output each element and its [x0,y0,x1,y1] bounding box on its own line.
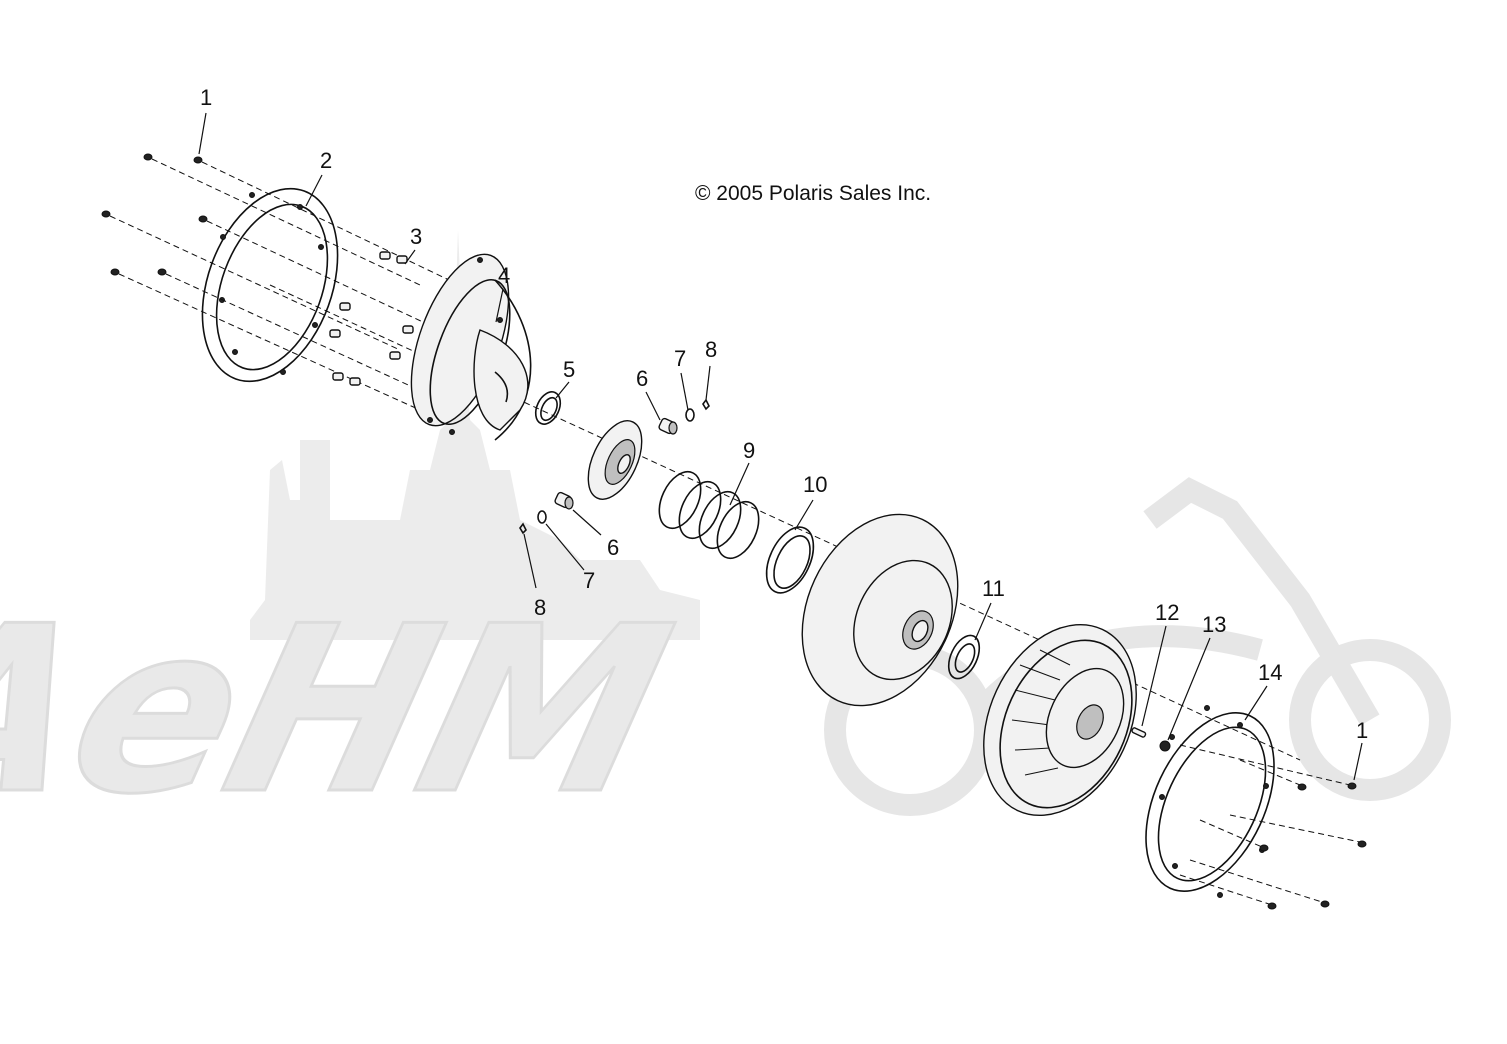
leader-lines [198,112,1363,781]
watermark-cathedral-shape [250,230,700,640]
gasket-ring-right [1145,705,1275,898]
cover-housing [410,253,532,441]
callout-1-bottom: 1 [1356,718,1368,743]
spring-seat-ring [765,526,815,594]
clip-lower [519,522,527,535]
callout-7-upper: 7 [674,346,686,371]
clip-upper [702,398,710,411]
callout-11: 11 [982,576,1005,601]
callout-12: 12 [1155,600,1179,625]
spring [658,470,760,560]
stationary-sheave [983,623,1137,817]
screws-cover-group [329,251,414,386]
callout-1-top: 1 [200,85,212,110]
callout-6-lower: 6 [607,535,619,560]
washer-lower [537,510,547,524]
bushing-upper [658,417,678,435]
copyright-notice: © 2005 Polaris Sales Inc. [695,182,931,205]
bushing-lower [554,491,574,510]
callout-3: 3 [410,224,422,249]
callout-10: 10 [803,472,827,497]
callout-6-upper: 6 [636,366,648,391]
watermark: AeHM [0,230,1451,847]
callout-9: 9 [743,438,755,463]
callouts: 1 2 3 4 5 6 7 8 9 10 6 7 8 11 12 13 14 1 [200,85,1368,743]
callout-8-lower: 8 [534,595,546,620]
washer-upper [685,408,695,422]
callout-14: 14 [1258,660,1282,685]
callout-2: 2 [320,148,332,173]
callout-4: 4 [498,263,510,288]
spider-hub [587,420,643,500]
nut [1159,740,1171,752]
screws-right-group [1179,744,1367,910]
thrust-washer [947,634,981,680]
callout-13: 13 [1202,612,1226,637]
watermark-text: AeHM [0,577,691,845]
callout-8-upper: 8 [705,337,717,362]
callout-7-lower: 7 [583,568,595,593]
snap-ring [534,391,562,425]
moveable-sheave [801,513,959,707]
gasket-ring-left [201,187,339,383]
dowel-pin [1131,727,1147,738]
callout-5: 5 [563,357,575,382]
